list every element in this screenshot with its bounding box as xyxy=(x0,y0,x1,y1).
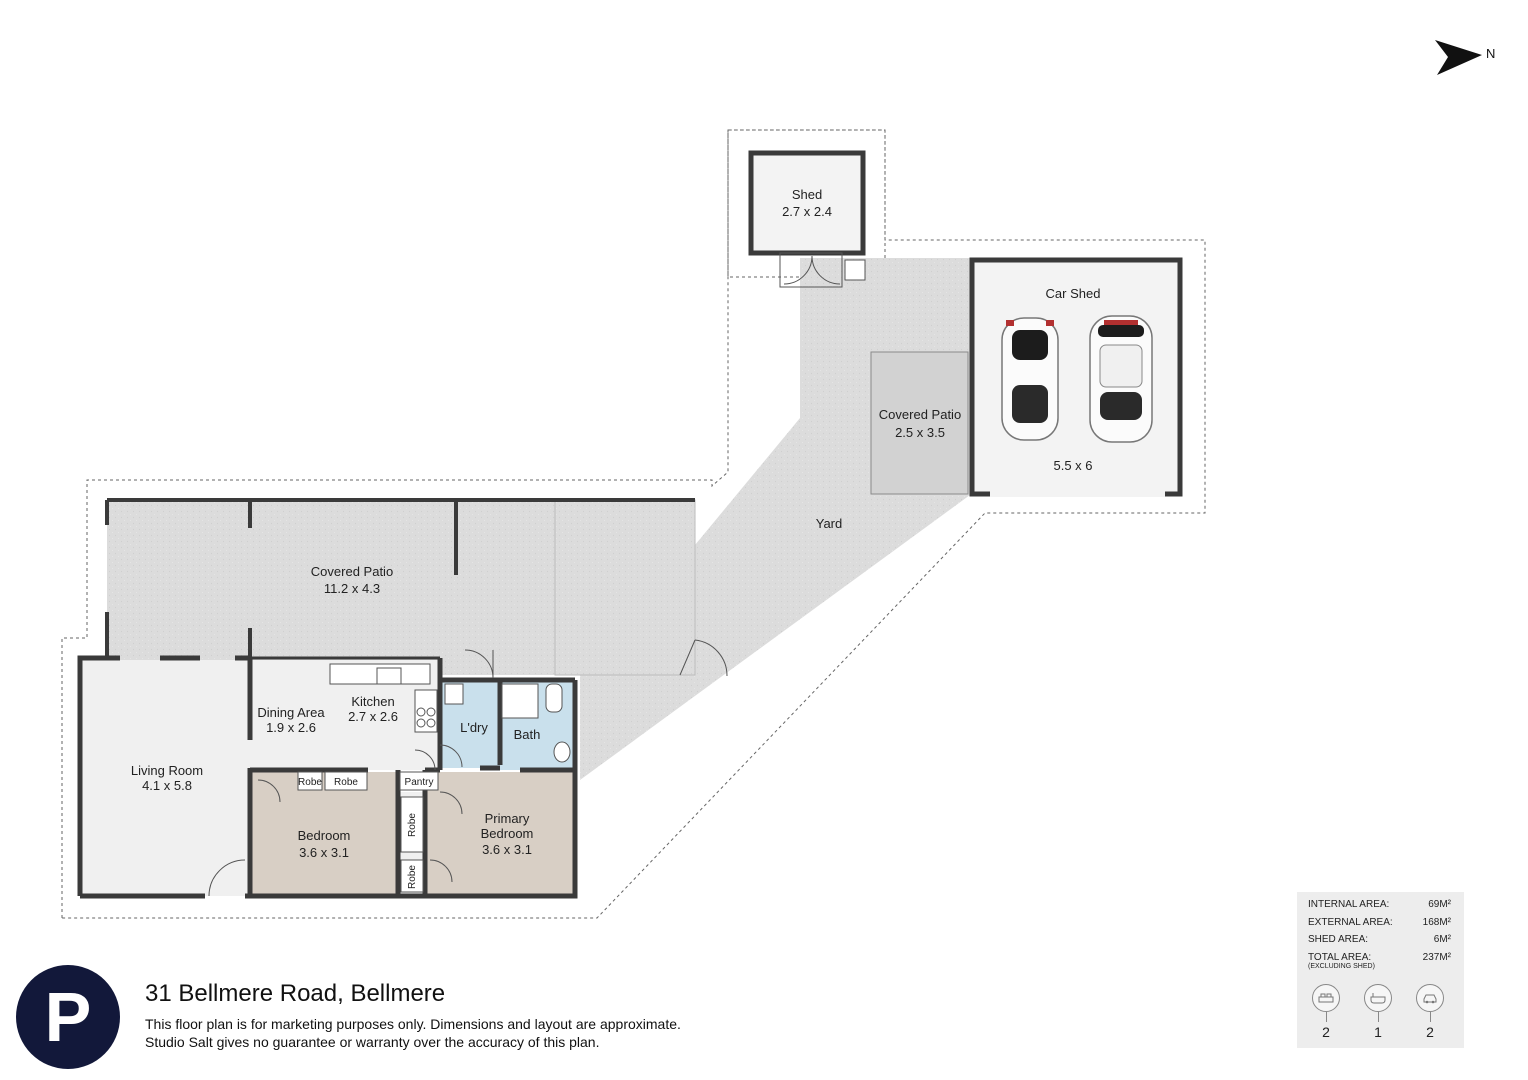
kitchen-name: Kitchen xyxy=(351,694,394,709)
robe-label-3: Robe xyxy=(407,813,418,837)
living-room xyxy=(80,660,248,896)
bedroom-room xyxy=(250,772,398,894)
primary-bedroom-dims: 3.6 x 3.1 xyxy=(482,842,532,857)
shed-dims: 2.7 x 2.4 xyxy=(782,204,832,219)
living-room-dims: 4.1 x 5.8 xyxy=(142,778,192,793)
dining-area-dims: 1.9 x 2.6 xyxy=(266,720,316,735)
bath-icon xyxy=(1364,984,1392,1012)
laundry-name: L'dry xyxy=(460,720,488,735)
covered-patio-large-dims: 11.2 x 4.3 xyxy=(324,581,380,596)
car-icon xyxy=(1416,984,1444,1012)
dining-area-name: Dining Area xyxy=(257,705,325,720)
disclaimer-line-1: This floor plan is for marketing purpose… xyxy=(145,1016,681,1032)
primary-bedroom-name-1: Primary xyxy=(485,811,530,826)
robe-label-1: Robe xyxy=(298,777,322,788)
bathroom-count: 1 xyxy=(1363,984,1393,1040)
bed-icon xyxy=(1312,984,1340,1012)
disclaimer-line-2: Studio Salt gives no guarantee or warran… xyxy=(145,1034,600,1050)
car-shed-dims: 5.5 x 6 xyxy=(1053,458,1092,473)
car-icon xyxy=(1089,315,1153,443)
svg-text:N: N xyxy=(1486,46,1495,61)
covered-patio-small-dims: 2.5 x 3.5 xyxy=(895,425,945,440)
robe-label-2: Robe xyxy=(334,777,358,788)
disclaimer: This floor plan is for marketing purpose… xyxy=(145,1015,765,1051)
house-walls xyxy=(77,655,578,899)
kitchen-dims: 2.7 x 2.6 xyxy=(348,709,398,724)
covered-patio-large-name: Covered Patio xyxy=(311,564,393,579)
pantry-label: Pantry xyxy=(405,777,434,788)
yard-name: Yard xyxy=(816,516,843,531)
primary-bedroom-name-2: Bedroom xyxy=(481,826,534,841)
bedroom-dims: 3.6 x 3.1 xyxy=(299,845,349,860)
property-address: 31 Bellmere Road, Bellmere xyxy=(145,980,446,1007)
bath-name: Bath xyxy=(514,727,541,742)
bedroom-count: 2 xyxy=(1311,984,1341,1040)
shed-name: Shed xyxy=(792,187,822,202)
shed-room xyxy=(748,150,866,256)
covered-patio-small xyxy=(870,351,969,495)
robe-label-4: Robe xyxy=(407,865,418,889)
covered-patio-small-name: Covered Patio xyxy=(879,407,961,422)
bedroom-name: Bedroom xyxy=(298,828,351,843)
car-count: 2 xyxy=(1415,984,1445,1040)
car-shed-name: Car Shed xyxy=(1046,286,1101,301)
footer: P 31 Bellmere Road, Bellmere This floor … xyxy=(0,960,900,1070)
living-room-name: Living Room xyxy=(131,763,203,778)
car-icon xyxy=(1001,317,1059,441)
north-arrow-icon: N xyxy=(1435,40,1495,75)
area-summary: INTERNAL AREA: 69M² EXTERNAL AREA: 168M²… xyxy=(1297,892,1464,1048)
brand-logo: P xyxy=(16,965,120,1069)
